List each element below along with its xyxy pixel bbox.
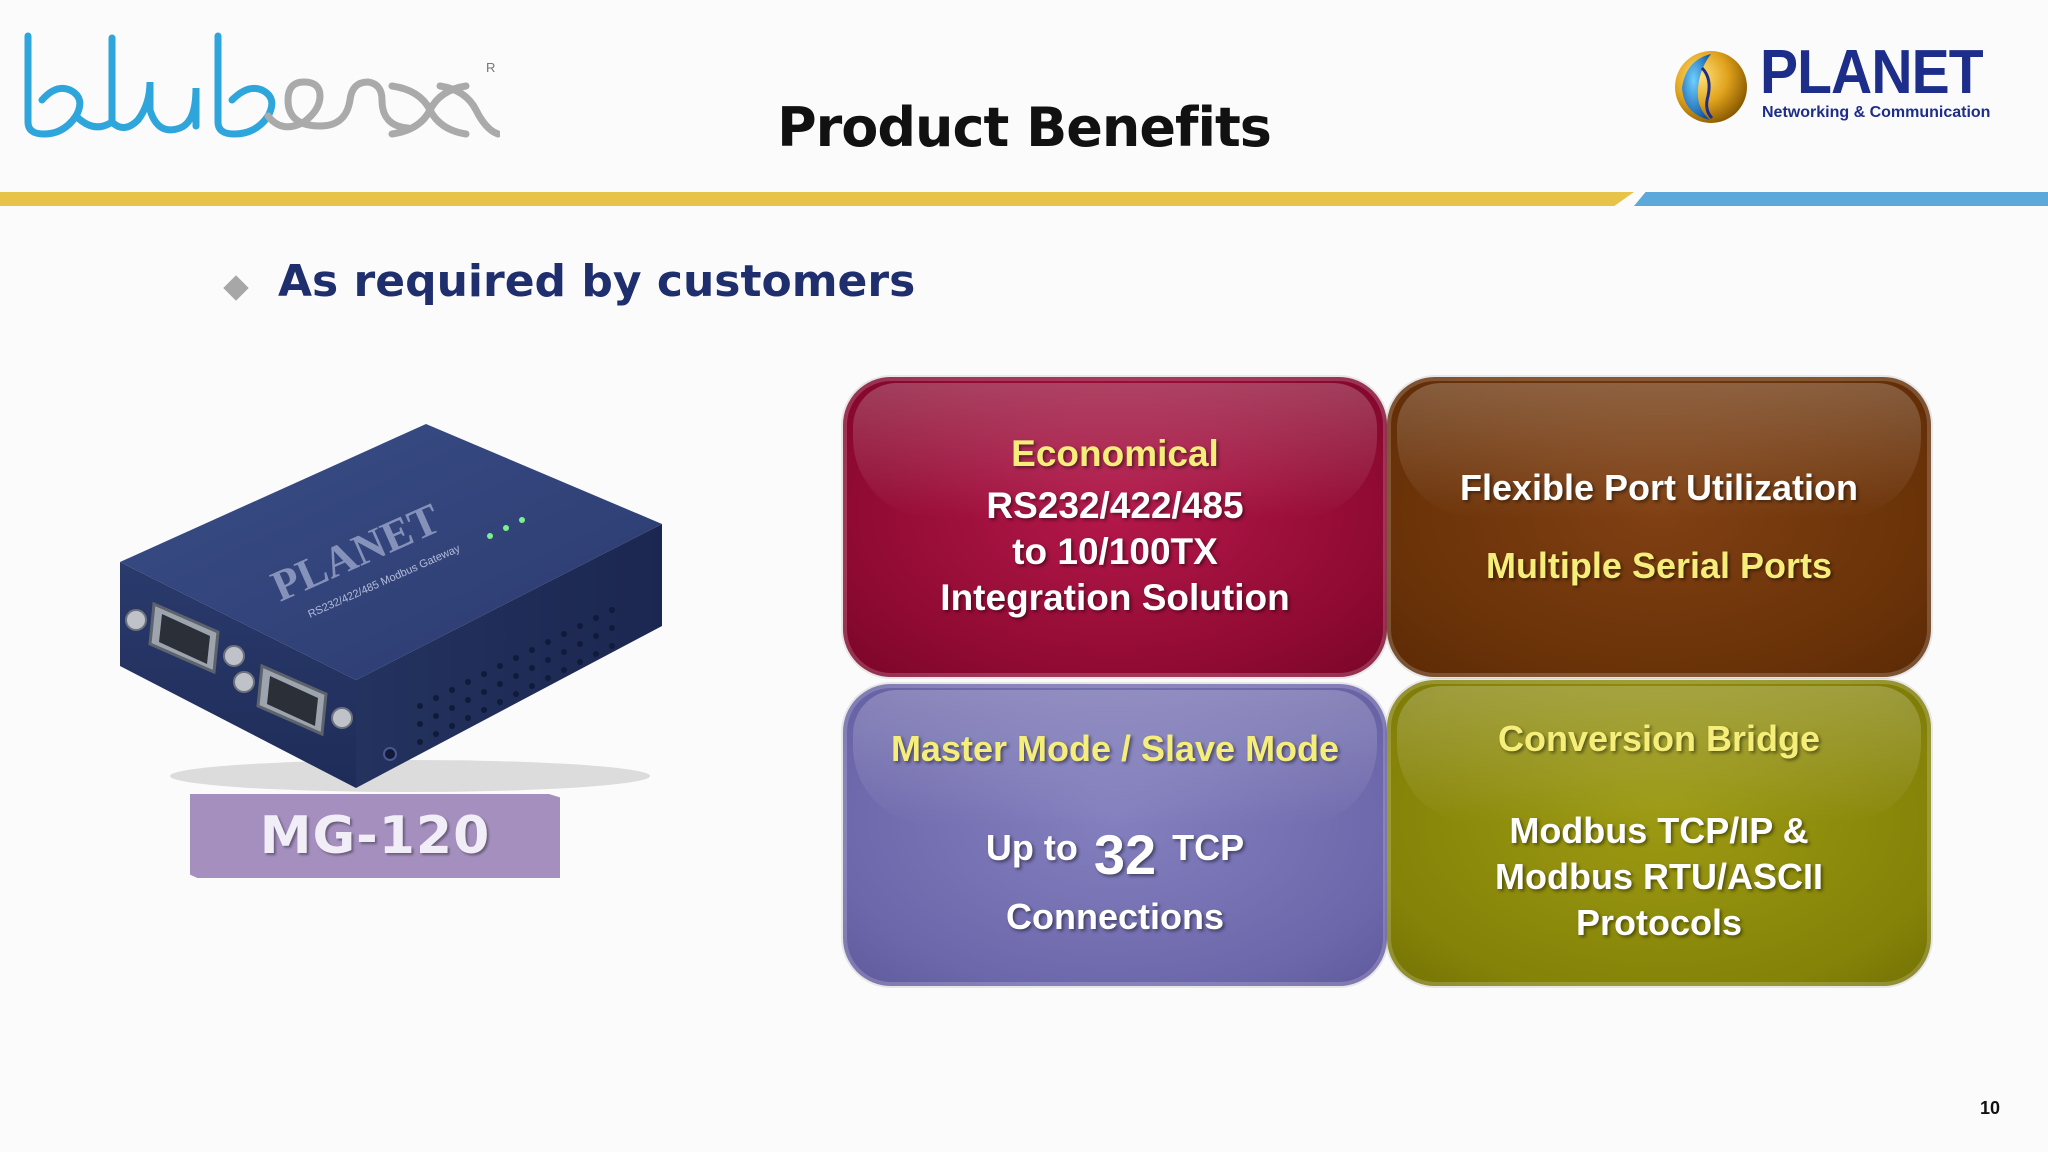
modbus-gateway-device-image: PLANET RS232/422/485 Modbus Gateway bbox=[120, 424, 662, 792]
page-number: 10 bbox=[1980, 1098, 2001, 1118]
page-title: Product Benefits bbox=[777, 96, 1272, 159]
bullet-text: As required by customers bbox=[278, 256, 916, 307]
planet-wordmark: PLANET bbox=[1760, 38, 1984, 107]
header-band-blue bbox=[1634, 192, 2048, 206]
planet-tagline: Networking & Communication bbox=[1762, 104, 1991, 121]
header-band-yellow bbox=[0, 192, 1634, 206]
bridge-line2: Modbus RTU/ASCII bbox=[1495, 856, 1823, 897]
planet-logo: PLANET Networking & Communication bbox=[1672, 38, 1990, 130]
bridge-line1: Modbus TCP/IP & bbox=[1509, 810, 1809, 851]
mode-upto-suffix: TCP bbox=[1172, 827, 1245, 868]
bridge-line3: Protocols bbox=[1575, 902, 1743, 943]
flexible-line1: Flexible Port Utilization bbox=[1459, 467, 1859, 508]
serial-port-1-icon bbox=[125, 601, 245, 675]
bluboxx-logo-mark bbox=[24, 32, 502, 138]
mode-heading: Master Mode / Slave Mode bbox=[890, 728, 1340, 769]
bluboxx-logo: R bluboxx bbox=[20, 30, 502, 150]
mode-upto-line: Up to 32 TCP bbox=[843, 822, 1387, 887]
model-label: MG-120 bbox=[190, 794, 560, 878]
serial-port-2-icon bbox=[233, 663, 353, 737]
registered-mark: R bbox=[486, 60, 496, 75]
benefit-card-bridge: Conversion Bridge Modbus TCP/IP & Modbus… bbox=[1387, 680, 1931, 986]
flexible-line2: Multiple Serial Ports bbox=[1485, 545, 1833, 586]
bullet-diamond-icon bbox=[223, 275, 249, 301]
mode-upto-number: 32 bbox=[1093, 823, 1157, 886]
benefit-card-flexible: Flexible Port Utilization Multiple Seria… bbox=[1387, 377, 1931, 677]
benefit-card-economical: Economical RS232/422/485 to 10/100TX Int… bbox=[843, 377, 1387, 677]
planet-globe-icon bbox=[1675, 51, 1747, 123]
mode-upto-prefix: Up to bbox=[985, 827, 1078, 868]
bridge-heading: Conversion Bridge bbox=[1497, 718, 1821, 759]
economical-heading: Economical bbox=[1011, 433, 1219, 474]
benefit-card-mode: Master Mode / Slave Mode Up to 32 TCP Co… bbox=[843, 684, 1387, 986]
product-image: PLANET RS232/422/485 Modbus Gateway bbox=[110, 420, 670, 800]
economical-line2: to 10/100TX bbox=[1012, 531, 1218, 572]
economical-line3: Integration Solution bbox=[940, 577, 1290, 618]
economical-line1: RS232/422/485 bbox=[986, 485, 1244, 526]
mode-line3: Connections bbox=[1005, 896, 1224, 937]
